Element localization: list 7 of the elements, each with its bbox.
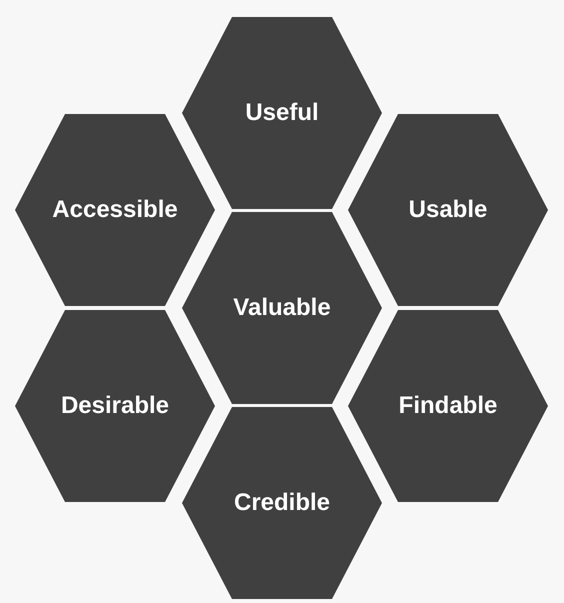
tile-label: Desirable — [60, 392, 170, 420]
tile-label: Credible — [234, 489, 330, 517]
tile-label: Useful — [245, 99, 319, 127]
tile-label: Valuable — [233, 294, 331, 322]
tile-label: Accessible — [52, 196, 178, 224]
tile-label: Findable — [398, 392, 498, 420]
tile-label: Usable — [408, 196, 488, 224]
